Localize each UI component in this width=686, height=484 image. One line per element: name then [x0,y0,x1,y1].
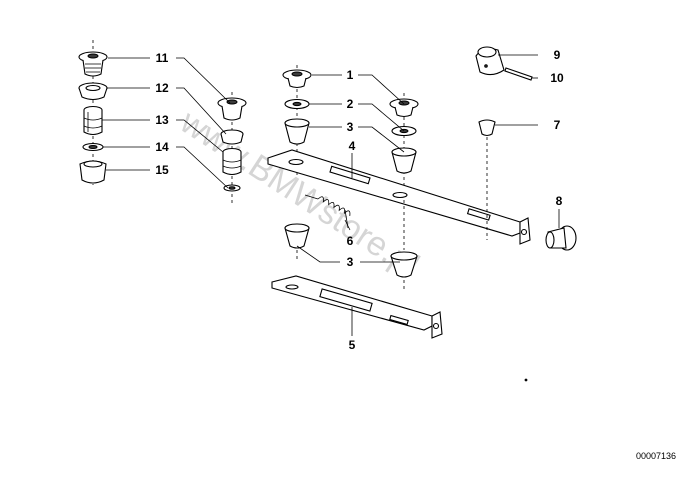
label-2: 2 [347,97,354,111]
reference-number: 00007136 [636,451,676,461]
label-3-lower: 3 [347,255,354,269]
label-14: 14 [155,140,169,154]
label-15: 15 [155,163,169,177]
part-9-knob [475,46,505,76]
label-1: 1 [347,68,354,82]
center-left-stack [282,65,312,175]
label-3-upper: 3 [347,120,354,134]
part-4-bracket [267,149,531,245]
stack2-cap [217,97,247,121]
label-11: 11 [156,51,169,65]
label-7: 7 [554,118,561,132]
part-5-bracket [271,275,443,339]
label-9: 9 [554,48,561,62]
label-10: 10 [550,71,564,85]
lower-bumper-left [284,223,310,262]
part-12-ring [78,82,108,101]
label-13: 13 [155,113,169,127]
part-15-foot [79,160,107,184]
part-8-button [545,225,577,251]
label-6: 6 [347,234,354,248]
part-10-rod [504,67,533,81]
label-5: 5 [349,338,356,352]
second-bumper-stack [217,92,247,205]
stack2-ring [220,129,244,145]
leader-lines [102,54,560,336]
part-11-cap [78,51,108,77]
part-14-clip [82,142,104,152]
left-bumper-stack [78,40,108,185]
stack2-clip [223,184,241,192]
dot-mark [524,378,528,382]
label-12: 12 [155,81,169,95]
label-8: 8 [556,194,563,208]
part-13-sleeve [83,105,103,136]
part-labels: 11 12 13 14 15 1 2 3 4 6 3 5 9 10 7 8 [155,48,564,352]
part-7-pin [478,119,496,240]
stack2-sleeve [222,147,242,176]
lower-bumper-right [390,200,418,292]
label-4: 4 [349,139,356,153]
